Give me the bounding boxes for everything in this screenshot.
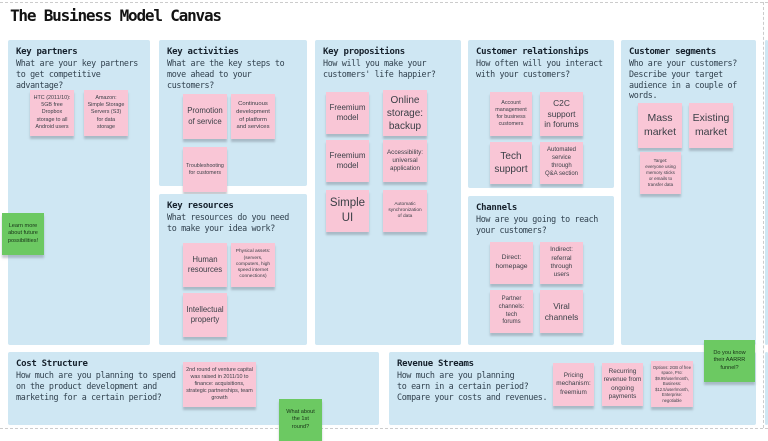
sticky-note-key-partners-1[interactable]: HTC (2011/10): 5GB free Dropbox storage … (30, 90, 74, 136)
sticky-note-customer-segments-1[interactable]: Mass market (638, 103, 682, 148)
sticky-note-channels-1[interactable]: Direct: homepage (490, 242, 533, 284)
sticky-note-key-propositions-5[interactable]: Simple UI (326, 190, 369, 232)
panel-description: What are your key partners to get compet… (16, 58, 138, 90)
sticky-note-cost-structure-1[interactable]: 2nd round of venture capital was raised … (183, 362, 256, 407)
page-boundary-right (763, 2, 764, 428)
panel-title: Key activities (167, 47, 239, 57)
sticky-note-key-resources-2[interactable]: Physical assets: (servers, computers, hi… (231, 243, 275, 287)
panel-description: How will you make your customers' life h… (323, 58, 436, 79)
panel-description: How often will you interact with your cu… (476, 58, 603, 79)
sticky-note-green-first-round[interactable]: What about the 1st round? (279, 399, 322, 441)
page-boundary-top (0, 2, 768, 3)
sticky-note-key-propositions-4[interactable]: Accessibility: universal application (383, 140, 427, 182)
sticky-note-customer-relationships-2[interactable]: C2C support in forums (540, 92, 583, 136)
panel-title: Channels (476, 203, 517, 213)
sticky-note-key-propositions-3[interactable]: Freemium model (326, 140, 369, 182)
sticky-note-revenue-streams-3[interactable]: Options: 2GB of free space, Pro: $9.99/u… (651, 361, 693, 407)
panel-title: Key partners (16, 47, 78, 57)
panel-title: Customer relationships (476, 47, 589, 57)
panel-title: Revenue Streams (397, 359, 474, 369)
page-boundary-bottom (0, 428, 768, 429)
sticky-note-key-resources-3[interactable]: Intellectual property (183, 293, 227, 337)
panel-key-partners[interactable]: Key partners What are your key partners … (8, 40, 150, 345)
sticky-note-green-aarrr[interactable]: Do you know their AARRR funnel? (704, 340, 755, 382)
panel-partial-right-bottom[interactable] (765, 352, 768, 425)
panel-title: Cost Structure (16, 359, 88, 369)
sticky-note-key-propositions-6[interactable]: Automatic synchronization of data (383, 190, 427, 232)
panel-partial-right-top[interactable] (765, 40, 768, 345)
sticky-note-customer-relationships-1[interactable]: Account management for business customer… (490, 92, 532, 136)
panel-description: What are the key steps to move ahead to … (167, 58, 285, 90)
sticky-note-key-activities-1[interactable]: Promotion of service (183, 94, 227, 139)
panel-description: How much are you planning to earn in a c… (397, 370, 548, 402)
sticky-note-customer-relationships-3[interactable]: Tech support (490, 142, 532, 184)
sticky-note-key-propositions-1[interactable]: Freemium model (326, 92, 369, 134)
sticky-note-channels-4[interactable]: Viral channels (540, 290, 583, 333)
sticky-note-key-resources-1[interactable]: Human resources (183, 243, 227, 287)
sticky-note-customer-segments-3[interactable]: Target: everyone using memory sticks or … (640, 152, 681, 194)
sticky-note-channels-2[interactable]: Indirect: referral through users (540, 242, 583, 284)
panel-description: How much are you planning to spend on th… (16, 370, 176, 402)
panel-description: How are you going to reach your customer… (476, 214, 598, 235)
sticky-note-revenue-streams-1[interactable]: Pricing mechanism: freemium (553, 363, 594, 406)
sticky-note-key-activities-2[interactable]: Continuous development of platform and s… (231, 94, 275, 139)
sticky-note-key-propositions-2[interactable]: Online storage: backup (383, 90, 427, 136)
sticky-note-customer-relationships-4[interactable]: Automated service through Q&A section (540, 142, 583, 184)
sticky-note-customer-segments-2[interactable]: Existing market (689, 103, 733, 148)
sticky-note-green-learn-more[interactable]: Learn more about future possibilities! (2, 213, 44, 255)
panel-description: Who are your customers? Describe your ta… (629, 58, 737, 101)
sticky-note-revenue-streams-2[interactable]: Recurring revenue from ongoing payments (602, 363, 643, 406)
sticky-note-channels-3[interactable]: Partner channels: tech forums (490, 290, 533, 333)
sticky-note-key-partners-2[interactable]: Amazon: Simple Storage Servers (S3) for … (84, 90, 128, 136)
canvas-title[interactable]: The Business Model Canvas (10, 6, 222, 25)
panel-title: Customer segments (629, 47, 717, 57)
panel-description: What resources do you need to make your … (167, 212, 289, 233)
panel-title: Key propositions (323, 47, 405, 57)
sticky-note-key-activities-3[interactable]: Troubleshooting for customers (183, 147, 227, 192)
panel-title: Key resources (167, 201, 234, 211)
